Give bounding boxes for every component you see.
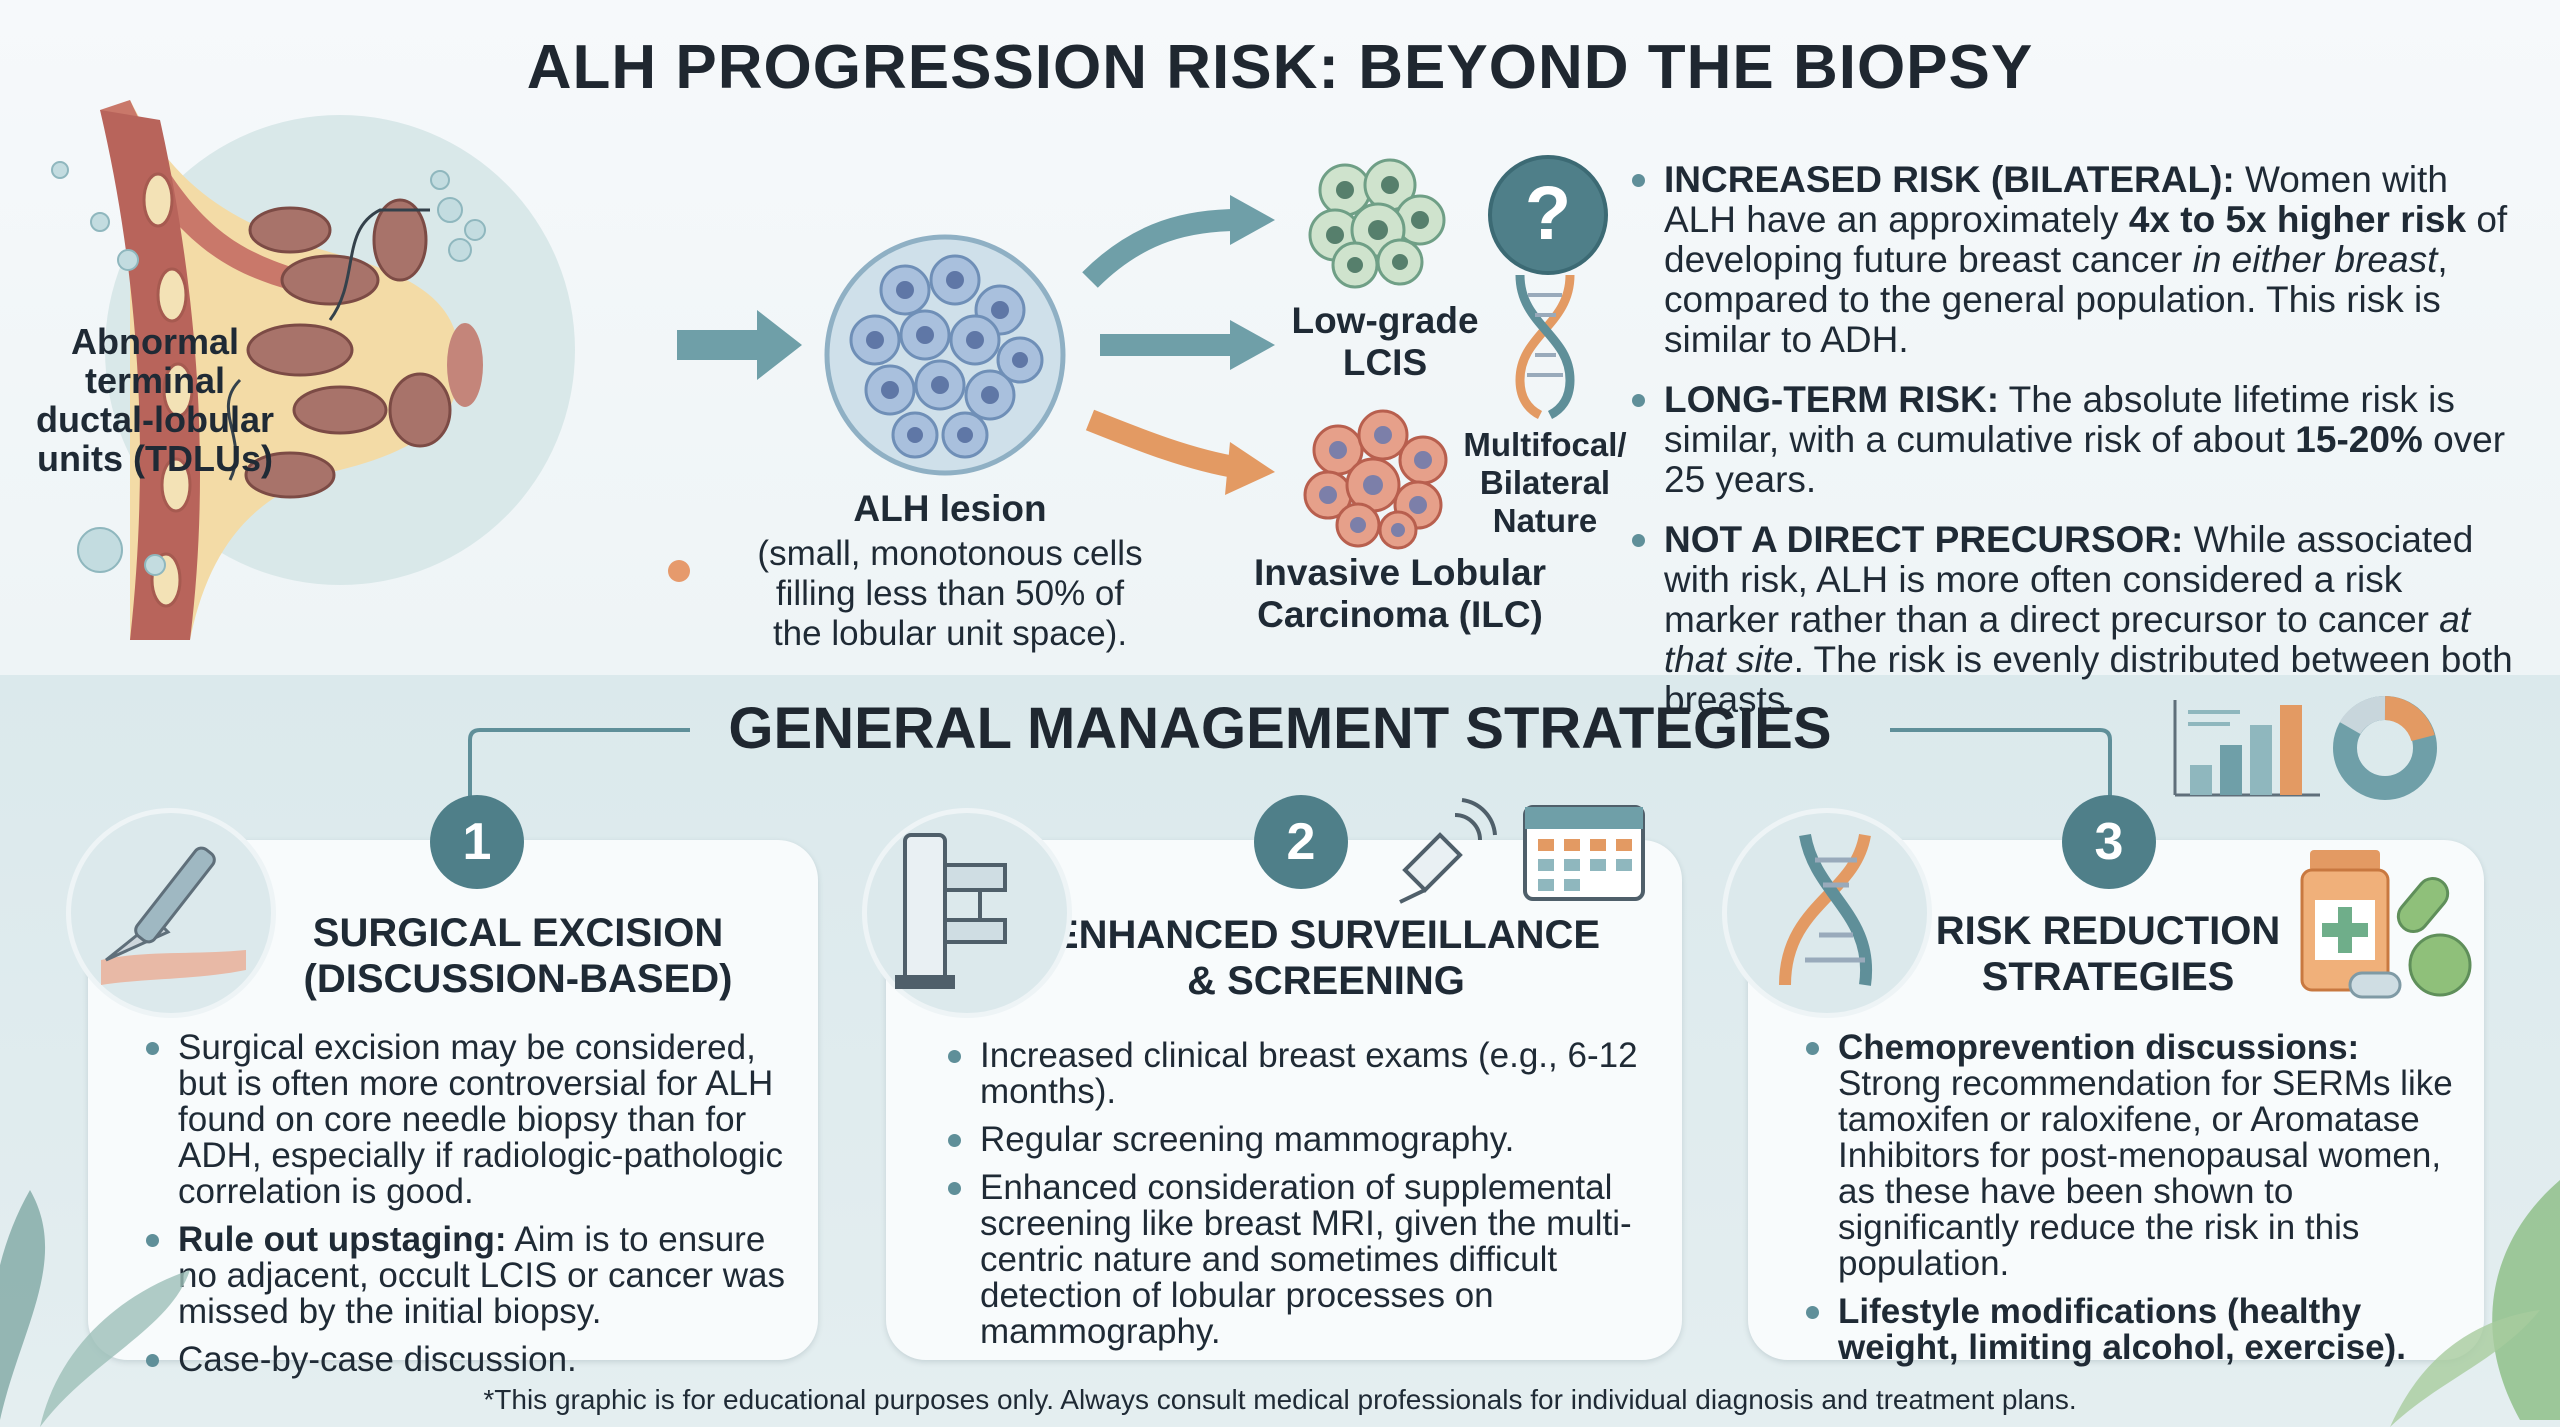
card-title-line: (DISCUSSION-BASED): [303, 957, 733, 1001]
risk-point-heading: NOT A DIRECT PRECURSOR:: [1664, 519, 2184, 560]
card-bullet-bold: Chemoprevention discussions:: [1838, 1028, 2360, 1067]
card-bullet-text: Regular screening mammography.: [980, 1120, 1515, 1159]
risk-point-text: 4x to 5x higher risk: [2128, 199, 2467, 240]
tdlu-label-line: units (TDLUs): [37, 438, 273, 479]
card-bullets: Surgical excision may be considered, but…: [140, 1030, 800, 1390]
card-bullet-text: Enhanced consideration of supplemental s…: [980, 1168, 1632, 1351]
progression-arrows: [1082, 195, 1275, 495]
risk-point-text: of developing future breast cancer: [1664, 199, 2508, 280]
card-bullet: Chemoprevention discussions: Strong reco…: [1800, 1030, 2468, 1282]
arrow-to-ilc-icon: [1225, 442, 1275, 495]
management-title: GENERAL MANAGEMENT STRATEGIES: [728, 696, 1832, 761]
alh-lesion-label: ALH lesion: [853, 488, 1047, 529]
risk-point-text: The absolute lifetime risk is similar, w…: [1664, 379, 2455, 460]
tdlu-label-line: terminal: [84, 360, 226, 401]
card-bullet-bold: Lifestyle modifications (healthy weight,…: [1838, 1292, 2406, 1367]
card-title-line: RISK REDUCTION: [1935, 909, 2281, 953]
risk-point-text: While associated with risk, ALH is more …: [1664, 519, 2474, 640]
tdlu-label-line: ductal-lobular: [35, 399, 274, 440]
ultrasound-probe-icon: [1399, 798, 1497, 904]
multifocal-label-line: Multifocal/: [1463, 426, 1627, 463]
risk-point-heading: INCREASED RISK (BILATERAL):: [1664, 159, 2235, 200]
risk-point: LONG-TERM RISK: The absolute lifetime ri…: [1626, 380, 2526, 500]
tdlu-label: Abnormal terminal ductal-lobular units (…: [20, 322, 290, 478]
dna-icon: [1515, 274, 1575, 420]
alh-lesion-description: (small, monotonous cells filling less th…: [740, 534, 1160, 654]
breast-anatomy-illustration: [51, 100, 575, 640]
orange-dot-decoration: [668, 560, 690, 582]
ilc-cell-cluster-icon: [1303, 409, 1448, 550]
leaf-decoration-left: [0, 1190, 190, 1427]
risk-point-text: in either breast: [2192, 239, 2438, 280]
lcis-label-line: Low-grade: [1291, 300, 1479, 341]
multifocal-label-line: Bilateral: [1479, 464, 1611, 501]
arrow-middle-icon: [1230, 320, 1275, 370]
step-number-1: 1: [430, 795, 524, 889]
dna-strand-icon: [1779, 833, 1873, 986]
mammography-machine-icon: [895, 833, 1007, 989]
medication-icon: [2300, 850, 2472, 999]
risk-point: INCREASED RISK (BILATERAL): Women with A…: [1626, 160, 2526, 360]
multifocal-label-line: Nature: [1492, 502, 1598, 539]
card-bullet-text: Case-by-case discussion.: [178, 1340, 577, 1379]
card-bullet: Enhanced consideration of supplemental s…: [942, 1170, 1662, 1350]
question-mark-icon: ?: [1488, 155, 1608, 275]
card-title: SURGICAL EXCISION (DISCUSSION-BASED): [228, 910, 808, 1002]
risk-point-text: . The risk is evenly distributed between…: [1664, 639, 2513, 720]
risk-point-text: 15-20%: [2295, 419, 2423, 460]
card-bullet-text: Increased clinical breast exams (e.g., 6…: [980, 1036, 1638, 1111]
card-bullet: Regular screening mammography.: [942, 1122, 1662, 1158]
calendar-icon: [1523, 805, 1645, 901]
lesion-description-line: the lobular unit space).: [772, 614, 1128, 653]
card-title-line: SURGICAL EXCISION: [312, 911, 724, 955]
card-bullet-bold: Rule out upstaging:: [178, 1220, 507, 1259]
chart-icons-decoration: [2173, 696, 2437, 800]
step-number-3: 3: [2062, 795, 2156, 889]
lcis-cell-cluster-icon: [1308, 158, 1446, 289]
arrow-to-lcis-icon: [1230, 195, 1275, 245]
ilc-label-line: Carcinoma (ILC): [1257, 594, 1543, 635]
lesion-description-line: (small, monotonous cells: [757, 534, 1143, 573]
card-bullet-text: Strong recommendation for SERMs like tam…: [1838, 1064, 2453, 1283]
multifocal-label: Multifocal/ Bilateral Nature: [1455, 426, 1635, 540]
disclaimer-footer: *This graphic is for educational purpose…: [483, 1384, 2077, 1415]
management-connector-lines: [468, 728, 2112, 800]
card-title: ENHANCED SURVEILLANCE & SCREENING: [1046, 912, 1606, 1004]
card-bullet: Lifestyle modifications (healthy weight,…: [1800, 1294, 2468, 1366]
card-title-line: & SCREENING: [1187, 959, 1465, 1003]
risk-point-text: , compared to the general population. Th…: [1664, 239, 2448, 360]
card-title-line: ENHANCED SURVEILLANCE: [1051, 913, 1601, 957]
alh-lesion-icon: [824, 234, 1066, 476]
risk-point-text: Women with ALH have an approximately: [1664, 159, 2448, 240]
card-bullet-text: Surgical excision may be considered, but…: [178, 1028, 784, 1211]
risk-point-text: over 25 years.: [1664, 419, 2506, 500]
card-bullets: Increased clinical breast exams (e.g., 6…: [942, 1038, 1662, 1362]
risk-point: NOT A DIRECT PRECURSOR: While associated…: [1626, 520, 2526, 720]
card-bullet: Rule out upstaging: Aim is to ensure no …: [140, 1222, 800, 1330]
tdlu-label-line: Abnormal: [70, 321, 239, 362]
lcis-label: Low-grade LCIS: [1270, 300, 1500, 384]
dna-icon-circle: [1722, 808, 1932, 1018]
card-title-line: STRATEGIES: [1981, 955, 2235, 999]
lcis-label-line: LCIS: [1342, 342, 1428, 383]
arrow-to-lesion-icon: [677, 310, 802, 380]
ilc-label: Invasive Lobular Carcinoma (ILC): [1220, 552, 1580, 636]
ilc-label-line: Invasive Lobular: [1254, 552, 1546, 593]
card-bullets: Chemoprevention discussions: Strong reco…: [1800, 1030, 2468, 1378]
page-title: ALH PROGRESSION RISK: BEYOND THE BIOPSY: [526, 33, 2034, 102]
risk-point-text: at that site: [1664, 599, 2471, 680]
scalpel-icon: [101, 846, 246, 985]
step-number-2: 2: [1254, 795, 1348, 889]
leaf-decoration-right: [2390, 1180, 2560, 1427]
card-title: RISK REDUCTION STRATEGIES: [1888, 908, 2328, 1000]
card-bullet: Case-by-case discussion.: [140, 1342, 800, 1378]
risk-points-list: INCREASED RISK (BILATERAL): Women with A…: [1626, 160, 2526, 740]
lesion-description-line: filling less than 50% of: [775, 574, 1125, 613]
risk-point-heading: LONG-TERM RISK:: [1664, 379, 2000, 420]
card-bullet-text: Aim is to ensure no adjacent, occult LCI…: [178, 1220, 785, 1331]
card-bullet: Increased clinical breast exams (e.g., 6…: [942, 1038, 1662, 1110]
card-bullet: Surgical excision may be considered, but…: [140, 1030, 800, 1210]
